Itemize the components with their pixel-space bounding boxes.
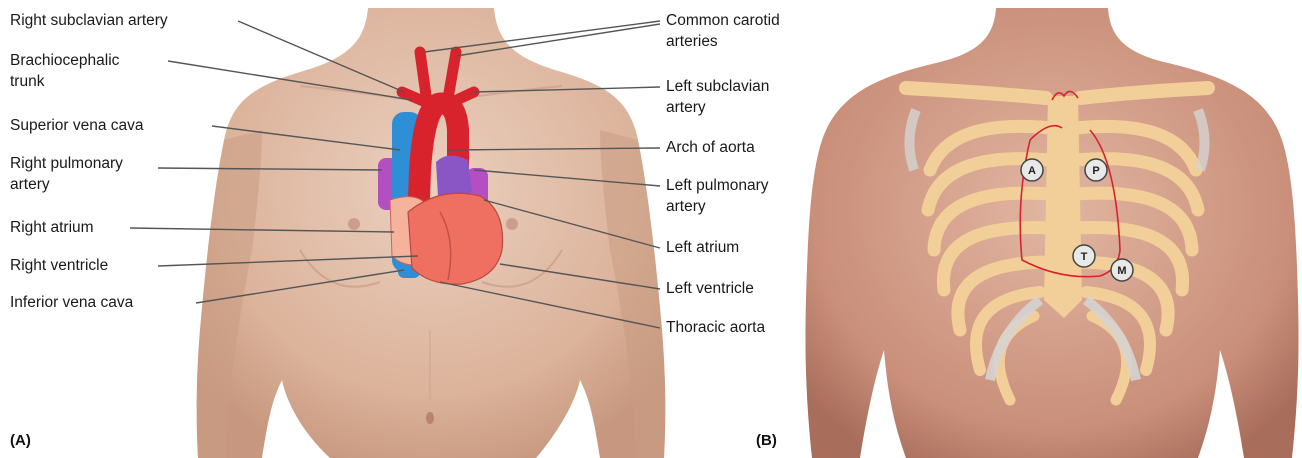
point-a-label: A — [1028, 165, 1036, 177]
label-superior-vena-cava: Superior vena cava — [10, 115, 144, 136]
point-p-label: P — [1092, 165, 1099, 177]
label-arch-of-aorta: Arch of aorta — [666, 137, 755, 158]
label-right-ventricle: Right ventricle — [10, 255, 108, 276]
label-left-ventricle: Left ventricle — [666, 278, 754, 299]
label-left-pulmonary-artery: Left pulmonary artery — [666, 175, 769, 217]
panel-a-tag: (A) — [10, 432, 31, 449]
label-right-atrium: Right atrium — [10, 217, 94, 238]
label-right-pulmonary-artery: Right pulmonary artery — [10, 153, 123, 195]
label-left-subclavian-artery: Left subclavian artery — [666, 76, 769, 118]
point-m-label: M — [1117, 265, 1126, 277]
label-right-subclavian-artery: Right subclavian artery — [10, 10, 168, 31]
label-inferior-vena-cava: Inferior vena cava — [10, 292, 133, 313]
point-t: T — [1073, 245, 1095, 267]
label-common-carotid-arteries: Common carotid arteries — [666, 10, 780, 52]
label-left-atrium: Left atrium — [666, 237, 739, 258]
label-brachiocephalic-trunk: Brachiocephalic trunk — [10, 50, 119, 92]
pulmonary-trunk-shape — [436, 155, 472, 197]
label-thoracic-aorta: Thoracic aorta — [666, 317, 765, 338]
sternum — [1044, 96, 1082, 318]
point-a: A — [1021, 159, 1043, 181]
point-p: P — [1085, 159, 1107, 181]
point-m: M — [1111, 259, 1133, 281]
ventricles-shape — [408, 193, 503, 284]
point-t-label: T — [1081, 251, 1088, 263]
panel-b-tag: (B) — [756, 432, 777, 449]
